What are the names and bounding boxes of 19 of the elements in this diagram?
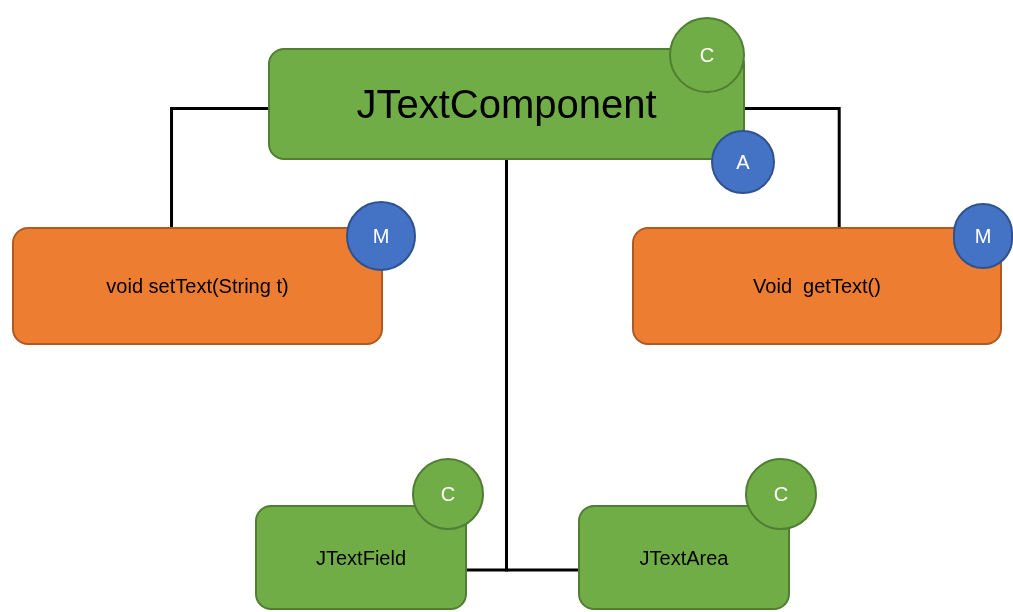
abstract-badge <box>711 130 775 194</box>
node-label: A <box>736 150 750 175</box>
node-label: C <box>440 482 456 507</box>
connector-line <box>170 107 268 227</box>
node-label: JTextField <box>316 545 406 571</box>
node-label: void setText(String t) <box>106 274 289 299</box>
method-badge <box>953 203 1013 269</box>
node-label: Void getText() <box>753 274 881 299</box>
node-label: M <box>974 224 992 249</box>
node-label: M <box>372 224 390 249</box>
connector-line <box>505 160 578 572</box>
class-box <box>255 505 467 610</box>
node-label: JTextArea <box>639 545 729 571</box>
method-box <box>632 227 1002 345</box>
class-box <box>578 505 790 610</box>
node-label: C <box>699 43 715 68</box>
node-label: C <box>773 482 789 507</box>
connector-line <box>745 107 841 227</box>
node-label: JTextComponent <box>356 81 657 128</box>
